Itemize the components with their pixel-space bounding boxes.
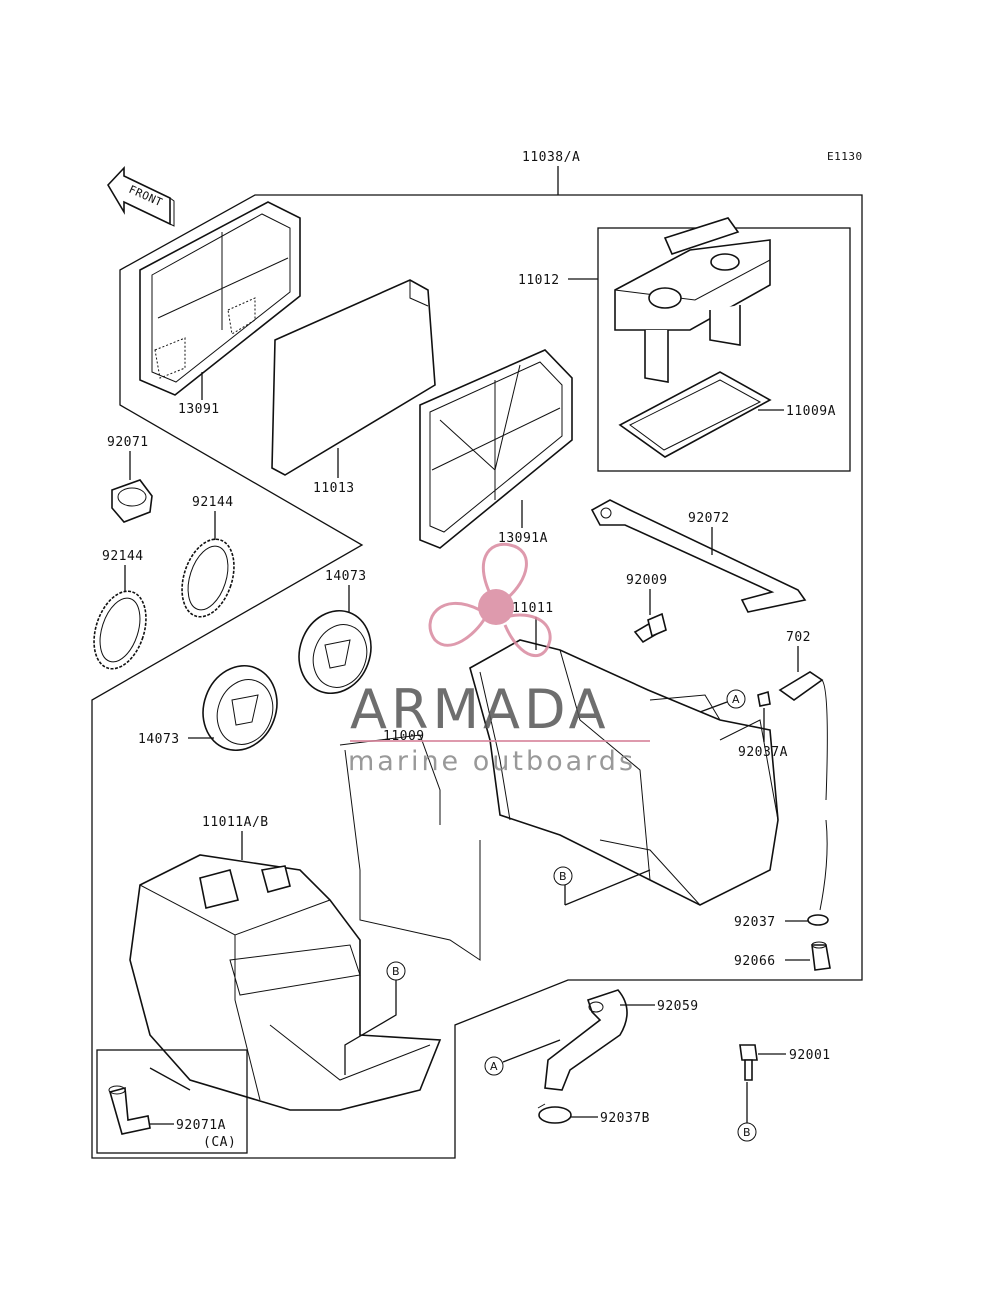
label-92037: 92037	[734, 915, 776, 930]
fitting-92071A	[108, 1085, 151, 1135]
hose-92059	[544, 989, 628, 1091]
foam-element-11013	[271, 279, 436, 476]
spring-92144-lower	[93, 590, 147, 670]
label-702: 702	[786, 630, 811, 645]
hose-702	[778, 671, 828, 911]
label-92066: 92066	[734, 954, 776, 969]
label-92144-lower: 92144	[102, 549, 144, 564]
label-11011: 11011	[512, 601, 554, 616]
callout-a-upper-letter: A	[732, 693, 740, 706]
assembly-frame	[91, 194, 863, 1159]
armada-watermark: ARMADA marine outboards	[348, 542, 650, 777]
callout-a-lower	[484, 1056, 504, 1076]
callout-b-right-letter: B	[743, 1126, 751, 1139]
gasket-11009A	[618, 371, 772, 458]
strap-92072	[590, 499, 807, 613]
label-92037B: 92037B	[600, 1111, 650, 1126]
front-arrow-icon: FRONT	[107, 165, 175, 227]
clamp-92037	[807, 914, 829, 926]
cap-14073-lower	[202, 664, 278, 752]
callout-a-lower-letter: A	[490, 1060, 498, 1073]
label-14073-upper: 14073	[325, 569, 367, 584]
propeller-logo-icon	[428, 542, 552, 658]
filter-frame-13091A	[419, 349, 573, 549]
cap-14073-upper	[298, 609, 372, 695]
label-11013: 11013	[313, 481, 355, 496]
label-92009: 92009	[626, 573, 668, 588]
label-92071A: 92071A	[176, 1118, 226, 1133]
clamp-92037B	[537, 1103, 572, 1124]
watermark-title: ARMADA	[350, 678, 610, 741]
label-92072: 92072	[688, 511, 730, 526]
intake-cover-11012	[614, 217, 771, 383]
inset-box-92071A	[96, 1049, 248, 1154]
diagram-code: E1130	[827, 150, 863, 163]
callout-a-upper	[726, 689, 746, 709]
label-92037A: 92037A	[738, 745, 788, 760]
bolt-92001	[739, 1044, 758, 1081]
label-11038A: 11038/A	[522, 150, 580, 165]
spring-92144-upper	[181, 538, 235, 618]
label-11009A: 11009A	[786, 404, 836, 419]
label-92071: 92071	[107, 435, 149, 450]
label-11012: 11012	[518, 273, 560, 288]
screw-92009	[633, 612, 667, 644]
label-13091A: 13091A	[498, 531, 548, 546]
label-92144-upper: 92144	[192, 495, 234, 510]
clamp-92037A	[757, 690, 771, 707]
air-case-11011	[469, 639, 779, 906]
label-92059: 92059	[657, 999, 699, 1014]
propeller-hub-icon	[478, 589, 514, 625]
filter-element-13091	[139, 201, 301, 396]
label-13091: 13091	[178, 402, 220, 417]
label-CA: (CA)	[203, 1135, 236, 1150]
label-14073-lower: 14073	[138, 732, 180, 747]
plug-92066	[811, 941, 831, 971]
callout-b-lower-letter: B	[392, 965, 400, 978]
grommet-92071	[111, 479, 153, 523]
watermark-subtitle: marine outboards	[348, 746, 636, 777]
callout-b-mid-letter: B	[559, 870, 567, 883]
callout-b-mid	[553, 866, 573, 886]
air-case-11011AB	[129, 854, 442, 1111]
label-11011AB: 11011A/B	[202, 815, 269, 830]
label-92001: 92001	[789, 1048, 831, 1063]
